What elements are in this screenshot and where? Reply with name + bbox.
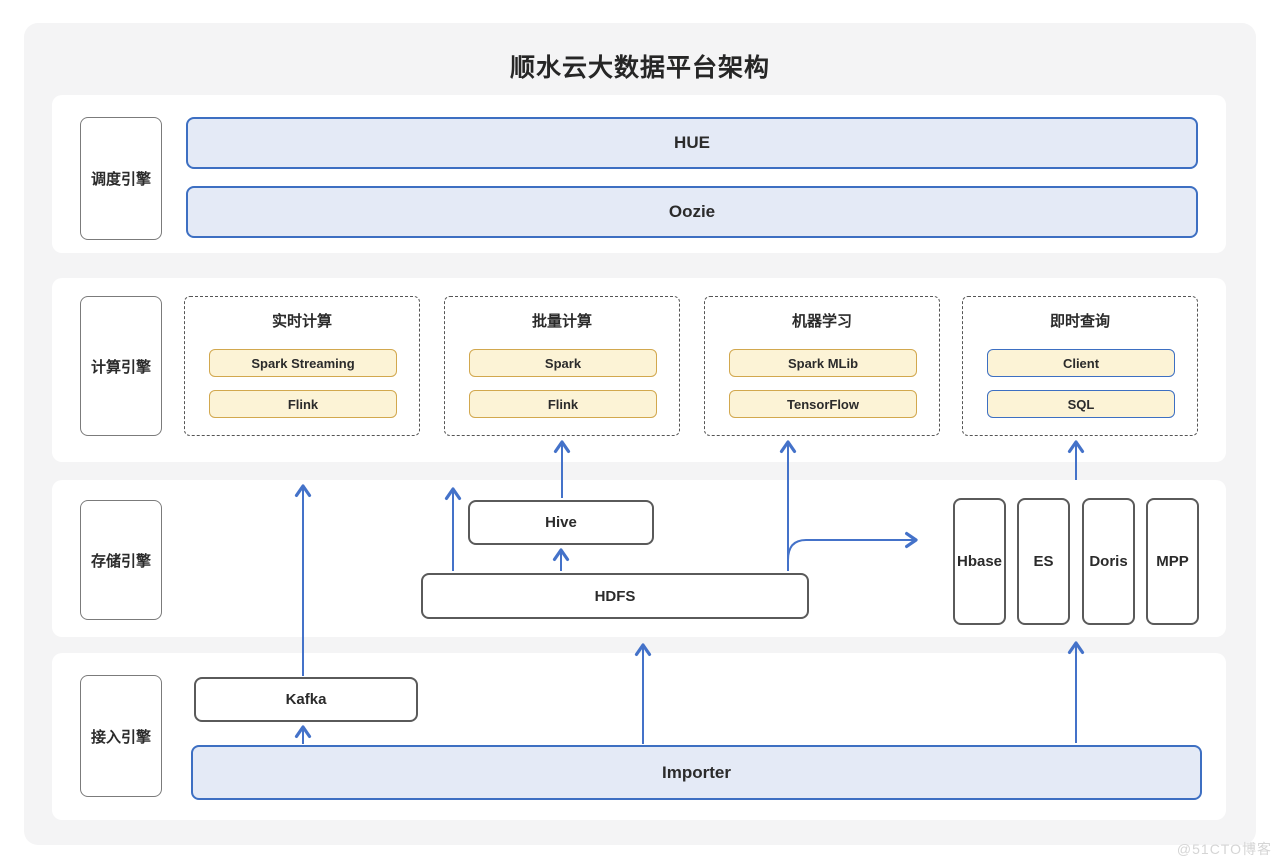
node-spark-mlib: Spark MLib bbox=[729, 349, 917, 377]
node-tensorflow: TensorFlow bbox=[729, 390, 917, 418]
node-hbase: Hbase bbox=[953, 498, 1006, 625]
band-label-access: 接入引擎 bbox=[80, 675, 162, 797]
node-client: Client bbox=[987, 349, 1175, 377]
node-spark-streaming: Spark Streaming bbox=[209, 349, 397, 377]
node-spark: Spark bbox=[469, 349, 657, 377]
node-flink-batch: Flink bbox=[469, 390, 657, 418]
node-hdfs: HDFS bbox=[421, 573, 809, 619]
node-es: ES bbox=[1017, 498, 1070, 625]
node-mpp: MPP bbox=[1146, 498, 1199, 625]
node-hive-label: Hive bbox=[545, 514, 577, 531]
group-realtime-title: 实时计算 bbox=[271, 313, 332, 330]
node-mpp-label: MPP bbox=[1156, 553, 1189, 570]
node-kafka-label: Kafka bbox=[285, 691, 327, 708]
node-doris: Doris bbox=[1082, 498, 1135, 625]
node-oozie: Oozie bbox=[186, 186, 1198, 238]
group-query-title: 即时查询 bbox=[1049, 313, 1110, 330]
node-kafka: Kafka bbox=[194, 677, 418, 722]
group-batch-compute: 批量计算 Spark Flink bbox=[444, 296, 680, 436]
diagram-title: 顺水云大数据平台架构 bbox=[509, 54, 770, 82]
node-importer-label: Importer bbox=[662, 762, 731, 782]
band-label-compute: 计算引擎 bbox=[80, 296, 162, 436]
band-label-access-text: 接入引擎 bbox=[90, 728, 151, 746]
group-machine-learning: 机器学习 Spark MLib TensorFlow bbox=[704, 296, 940, 436]
node-oozie-label: Oozie bbox=[668, 202, 716, 221]
band-label-scheduling: 调度引擎 bbox=[80, 117, 162, 240]
node-hue: HUE bbox=[186, 117, 1198, 169]
node-hdfs-label: HDFS bbox=[594, 587, 636, 605]
group-realtime-compute: 实时计算 Spark Streaming Flink bbox=[184, 296, 420, 436]
node-importer: Importer bbox=[191, 745, 1202, 800]
band-label-storage: 存储引擎 bbox=[80, 500, 162, 620]
watermark: @51CTO博客 bbox=[1176, 841, 1272, 857]
node-hive: Hive bbox=[468, 500, 654, 545]
node-doris-label: Doris bbox=[1089, 553, 1128, 570]
group-ml-title: 机器学习 bbox=[791, 313, 852, 330]
band-label-scheduling-text: 调度引擎 bbox=[90, 171, 151, 188]
node-es-label: ES bbox=[1033, 553, 1054, 570]
band-label-compute-text: 计算引擎 bbox=[90, 358, 151, 376]
node-sql: SQL bbox=[987, 390, 1175, 418]
node-hue-label: HUE bbox=[674, 133, 710, 152]
node-hbase-label: Hbase bbox=[956, 553, 1003, 570]
node-flink-realtime: Flink bbox=[209, 390, 397, 418]
group-batch-title: 批量计算 bbox=[531, 313, 592, 330]
group-instant-query: 即时查询 Client SQL bbox=[962, 296, 1198, 436]
band-label-storage-text: 存储引擎 bbox=[90, 552, 151, 570]
